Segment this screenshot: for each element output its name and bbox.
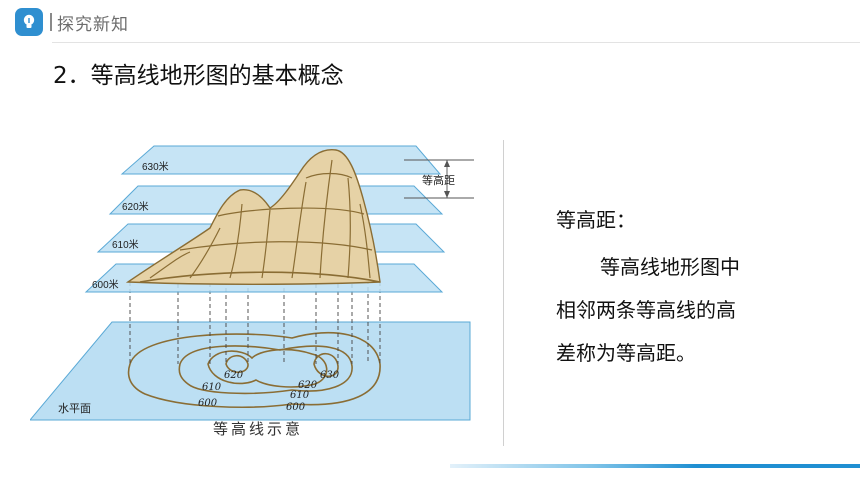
page-title: 2．等高线地形图的基本概念 xyxy=(53,63,344,89)
plane-label-630: 630米 xyxy=(142,160,169,173)
lightbulb-icon xyxy=(15,8,43,36)
contour-lines xyxy=(127,331,381,408)
contour-label: 620 xyxy=(224,370,244,381)
contour-label: 610 xyxy=(202,382,222,393)
plane-label-610: 610米 xyxy=(112,238,139,251)
contour-label: 620 xyxy=(298,380,318,391)
contour-label: 630 xyxy=(320,370,340,381)
definition-line: 等高线地形图中 xyxy=(600,255,740,279)
footer-accent-bar xyxy=(450,464,860,468)
figure-caption: 等高线示意 xyxy=(212,420,303,438)
column-divider xyxy=(503,140,504,446)
base-plane xyxy=(28,321,471,421)
interval-marker xyxy=(404,159,474,199)
definition-line: 相邻两条等高线的高 xyxy=(556,298,736,322)
contour-illustration: 630米 620米 610米 600米 等高距 水平面 620 630 610 … xyxy=(28,132,486,438)
plane-label-600: 600米 xyxy=(92,278,119,291)
base-plane-label: 水平面 xyxy=(58,402,91,415)
contour-label: 610 xyxy=(290,390,310,401)
contour-label: 600 xyxy=(286,402,306,413)
definition-term: 等高距： xyxy=(556,208,636,232)
mountain-ridges xyxy=(139,159,381,283)
mountain-shape xyxy=(125,149,381,286)
plane-630 xyxy=(120,145,442,175)
contour-label: 600 xyxy=(198,398,218,409)
interval-label: 等高距 xyxy=(422,173,455,187)
header-separator xyxy=(50,13,52,31)
definition-body: 等高线地形图中 相邻两条等高线的高 差称为等高距。 xyxy=(556,246,788,375)
header-divider xyxy=(52,42,860,43)
plane-label-620: 620米 xyxy=(122,200,149,213)
definition-line: 差称为等高距。 xyxy=(556,341,696,365)
section-label: 探究新知 xyxy=(57,15,129,35)
